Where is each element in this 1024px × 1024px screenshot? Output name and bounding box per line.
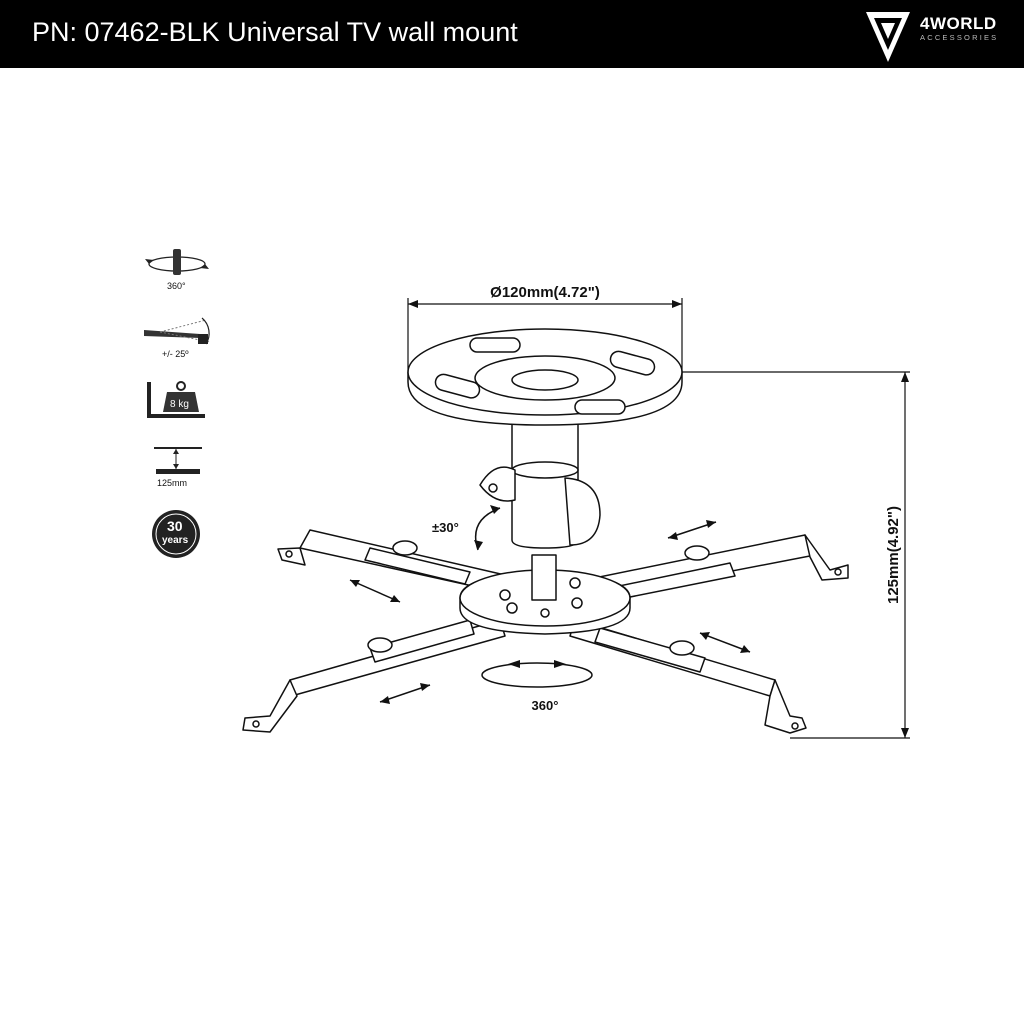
brand-logo: 4WORLD ACCESSORIES [862, 6, 1012, 64]
extension-caption: 125mm [157, 478, 188, 488]
arm-back-left [277, 529, 506, 593]
warranty-number: 30 [167, 518, 183, 534]
motion-arrow-heads [350, 505, 750, 704]
tilt-feature: +/- 25º [140, 312, 220, 362]
swivel-label: ±30° [432, 520, 459, 535]
load-feature: 8 kg [145, 378, 215, 422]
tilt-icon [144, 317, 211, 345]
header-bar: PN: 07462-BLK Universal TV wall mount 4W… [0, 0, 1024, 68]
dimension-arrows [408, 300, 909, 738]
extension-icon [154, 447, 202, 474]
slider-bolts [367, 540, 710, 656]
ceiling-plate [407, 328, 683, 426]
arm-front-right [569, 619, 807, 734]
arm-back-right [569, 534, 849, 603]
brand-subtitle: ACCESSORIES [920, 33, 999, 42]
dimension-lines [407, 298, 910, 739]
shield-logo-icon [866, 12, 910, 62]
plate-diameter-label: Ø120mm(4.72") [490, 284, 600, 301]
brand-name: 4WORLD [920, 14, 997, 33]
rotation-feature: 360° [140, 245, 220, 295]
base-rotation-label: 360° [532, 698, 559, 713]
warranty-seal-icon [152, 510, 200, 558]
weight-icon [147, 381, 205, 418]
tilt-caption: +/- 25º [162, 349, 189, 359]
rotation-icon [145, 249, 209, 275]
rotation-caption: 360° [167, 281, 186, 291]
page-title: PN: 07462-BLK Universal TV wall mount [32, 17, 518, 47]
warranty-badge: 30 years [150, 508, 202, 560]
height-label: 125mm(4.92") [885, 506, 902, 604]
load-caption: 8 kg [170, 399, 189, 410]
extension-feature: 125mm [150, 445, 210, 493]
arm-front-left [242, 619, 506, 733]
warranty-word: years [162, 535, 189, 546]
stem-assembly [479, 419, 601, 601]
